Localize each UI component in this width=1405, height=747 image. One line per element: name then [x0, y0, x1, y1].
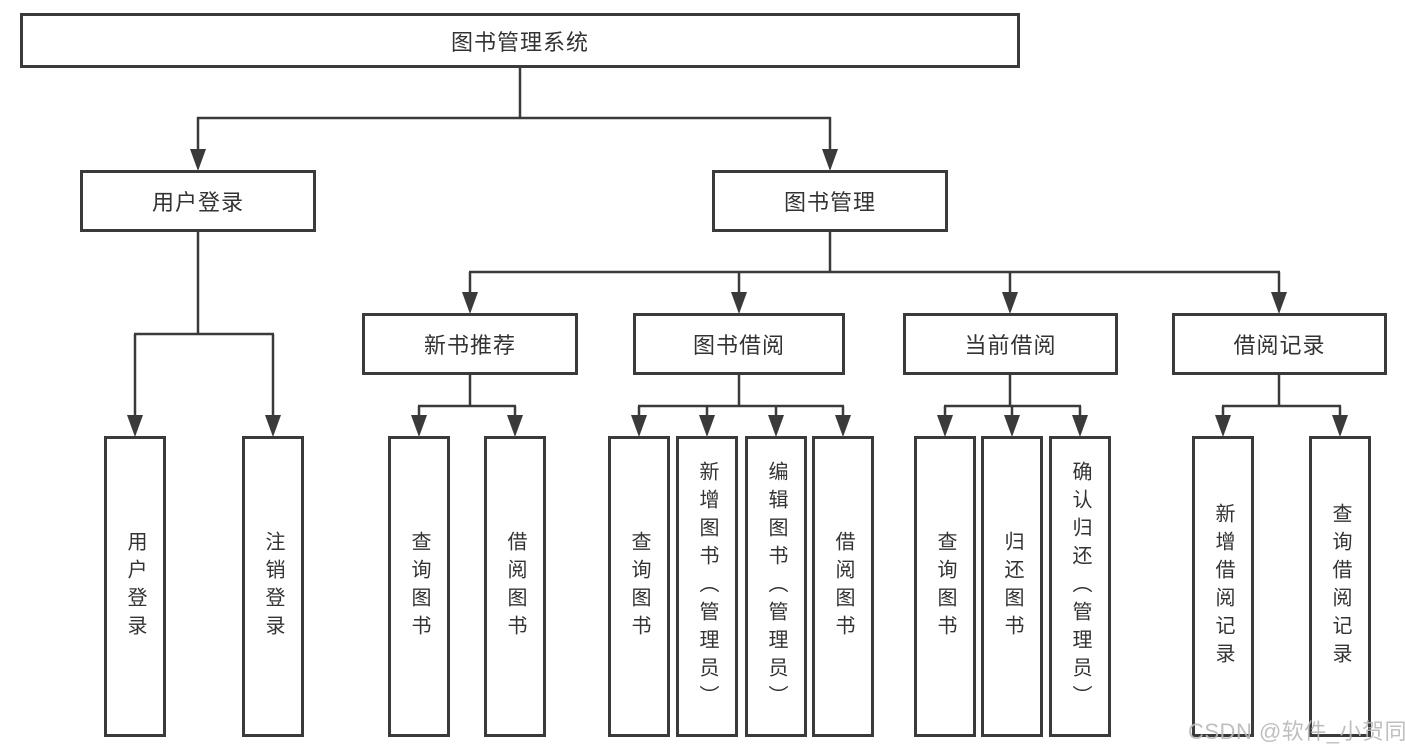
node-label: 借阅记录: [1233, 333, 1326, 358]
arrowhead: [822, 149, 838, 171]
leaf-query-books-current: 查询图书: [914, 436, 976, 737]
leaf-label: 查询图书: [408, 530, 430, 643]
leaf-label: 归还图书: [1001, 530, 1023, 643]
arrowhead: [507, 415, 523, 437]
arrowhead: [768, 415, 784, 437]
leaf-user-login: 用户登录: [104, 436, 166, 737]
arrowhead: [1072, 415, 1088, 437]
node-new-book-recommend: 新书推荐: [362, 313, 578, 375]
leaf-query-books-recommend: 查询图书: [388, 436, 450, 737]
arrowhead: [265, 415, 281, 437]
leaf-logout: 注销登录: [242, 436, 304, 737]
csdn-watermark: CSDN @软件_小贺同学: [1188, 719, 1405, 744]
leaf-confirm-return-admin: 确认归还（管理员）: [1049, 436, 1111, 737]
arrowhead: [411, 415, 427, 437]
arrowhead: [631, 415, 647, 437]
leaf-label: 查询借阅记录: [1329, 502, 1351, 671]
node-label: 图书管理: [783, 190, 876, 215]
leaf-label: 确认归还（管理员）: [1069, 460, 1091, 713]
arrowhead: [937, 415, 953, 437]
node-current-borrowing: 当前借阅: [903, 313, 1118, 375]
node-book-borrowing: 图书借阅: [633, 313, 845, 375]
leaf-add-book-admin: 新增图书（管理员）: [676, 436, 738, 737]
leaf-label: 用户登录: [124, 530, 146, 643]
leaf-label: 查询图书: [934, 530, 956, 643]
node-borrowing-records: 借阅记录: [1172, 313, 1387, 375]
node-label: 当前借阅: [964, 333, 1057, 358]
leaf-label: 注销登录: [262, 530, 284, 643]
node-label: 图书借阅: [692, 333, 785, 358]
node-label: 用户登录: [151, 190, 244, 215]
node-label: 图书管理系统: [450, 29, 589, 55]
arrowhead: [731, 292, 747, 314]
leaf-label: 编辑图书（管理员）: [765, 460, 787, 713]
leaf-label: 借阅图书: [504, 530, 526, 643]
arrowhead: [835, 415, 851, 437]
arrowhead: [699, 415, 715, 437]
arrowhead: [1271, 292, 1287, 314]
arrowhead: [1215, 415, 1231, 437]
leaf-borrow-books-recommend: 借阅图书: [484, 436, 546, 737]
leaf-borrow-books: 借阅图书: [812, 436, 874, 737]
node-user-login: 用户登录: [80, 170, 316, 232]
node-book-management: 图书管理: [712, 170, 948, 232]
node-library-management-system: 图书管理系统: [20, 13, 1020, 68]
leaf-query-books-borrowing: 查询图书: [608, 436, 670, 737]
node-label: 新书推荐: [423, 333, 516, 358]
leaf-label: 新增借阅记录: [1212, 502, 1234, 671]
arrowhead: [190, 149, 206, 171]
leaf-query-borrow-record: 查询借阅记录: [1309, 436, 1371, 737]
leaf-add-borrow-record: 新增借阅记录: [1192, 436, 1254, 737]
arrowhead: [462, 292, 478, 314]
arrowhead: [1004, 415, 1020, 437]
arrowhead: [127, 415, 143, 437]
arrowhead: [1002, 292, 1018, 314]
leaf-return-book: 归还图书: [981, 436, 1043, 737]
leaf-label: 借阅图书: [832, 530, 854, 643]
leaf-label: 新增图书（管理员）: [696, 460, 718, 713]
leaf-edit-book-admin: 编辑图书（管理员）: [745, 436, 807, 737]
arrowhead: [1332, 415, 1348, 437]
leaf-label: 查询图书: [628, 530, 650, 643]
